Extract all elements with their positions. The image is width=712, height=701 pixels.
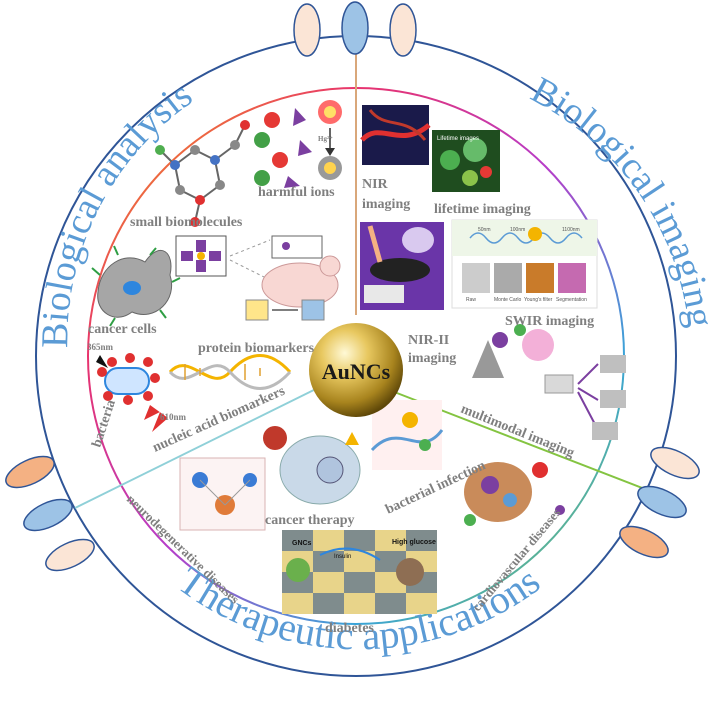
- label-cancer-therapy: cancer therapy: [265, 513, 355, 528]
- swir-panel-labels: Raw Monte Carlo Young's filter Segmentat…: [466, 297, 587, 303]
- label-bacteria: bacteria: [90, 398, 119, 449]
- ellipse-group-top: [293, 1, 417, 57]
- swir-band-label: 50nm: [478, 227, 491, 233]
- swir-band-label: 100nm: [510, 227, 525, 233]
- label-nir-line1: NIR: [362, 177, 389, 192]
- cancer-cell-icon: [91, 245, 181, 327]
- high-glucose-label: High glucose: [392, 539, 436, 546]
- label-small-biomolecules: small biomolecules: [130, 215, 243, 230]
- lifetime-image-icon: [432, 130, 500, 192]
- nir2-mouse-icon: [360, 222, 444, 310]
- bacterial-infection-icon: [370, 400, 444, 470]
- label-harmful-ions: harmful ions: [258, 185, 335, 200]
- urine-tubes-icon: [245, 299, 325, 321]
- molecule-icon: [155, 120, 250, 227]
- label-lifetime-imaging: lifetime imaging: [434, 202, 531, 217]
- multimodal-icon: [472, 324, 626, 440]
- aunc-sphere: [309, 323, 403, 417]
- bacteria-icon: [96, 353, 168, 432]
- insulin-label: Insulin: [334, 554, 351, 560]
- wavelength-365-label: 365nm: [87, 342, 114, 352]
- label-diabetes: diabetes: [325, 621, 375, 636]
- swir-panel-label: Young's filter: [524, 297, 553, 303]
- cancer-therapy-icon: [263, 426, 361, 505]
- swir-band-labels: 50nm 100nm 1100nm: [478, 227, 580, 233]
- lifetime-inset-label: Lifetime images: [437, 136, 479, 142]
- protein-schematic-icon: [175, 235, 271, 281]
- gncs-label: GNCs: [292, 540, 312, 547]
- nir-image-icon: [360, 105, 431, 165]
- center-label: AuNCs: [322, 359, 391, 384]
- hg-label: Hg²⁺: [318, 135, 333, 143]
- dna-helix-icon: [168, 354, 292, 390]
- label-cancer-cells: cancer cells: [88, 322, 157, 337]
- divider-left: [74, 381, 331, 509]
- wavelength-610-label: 610nm: [160, 412, 187, 422]
- label-nir2-line1: NIR-II: [408, 333, 449, 348]
- ellipse-group-right: [619, 446, 700, 559]
- swir-band-label: 1100nm: [562, 227, 580, 233]
- hg-sensor-icon: [318, 100, 342, 180]
- ellipse-group-left: [5, 455, 95, 572]
- label-nir2-line2: imaging: [408, 351, 456, 366]
- label-multimodal-imaging: multimodal imaging: [459, 402, 577, 461]
- swir-panel-label: Raw: [466, 297, 476, 303]
- cardiovascular-icon: [464, 462, 565, 526]
- label-nir-line2: imaging: [362, 197, 410, 212]
- swir-panel-label: Monte Carlo: [494, 297, 521, 303]
- mouse-icon: [261, 235, 341, 308]
- neuro-schematic-icon: [179, 457, 266, 531]
- ion-shapes-icon: [254, 108, 312, 188]
- label-swir-imaging: SWIR imaging: [505, 314, 594, 329]
- swir-panel-icon: [451, 219, 598, 309]
- label-protein-biomarkers: protein biomarkers: [198, 341, 315, 356]
- swir-panel-label: Segmentation: [556, 297, 587, 303]
- diabetes-game-icon: [282, 530, 437, 614]
